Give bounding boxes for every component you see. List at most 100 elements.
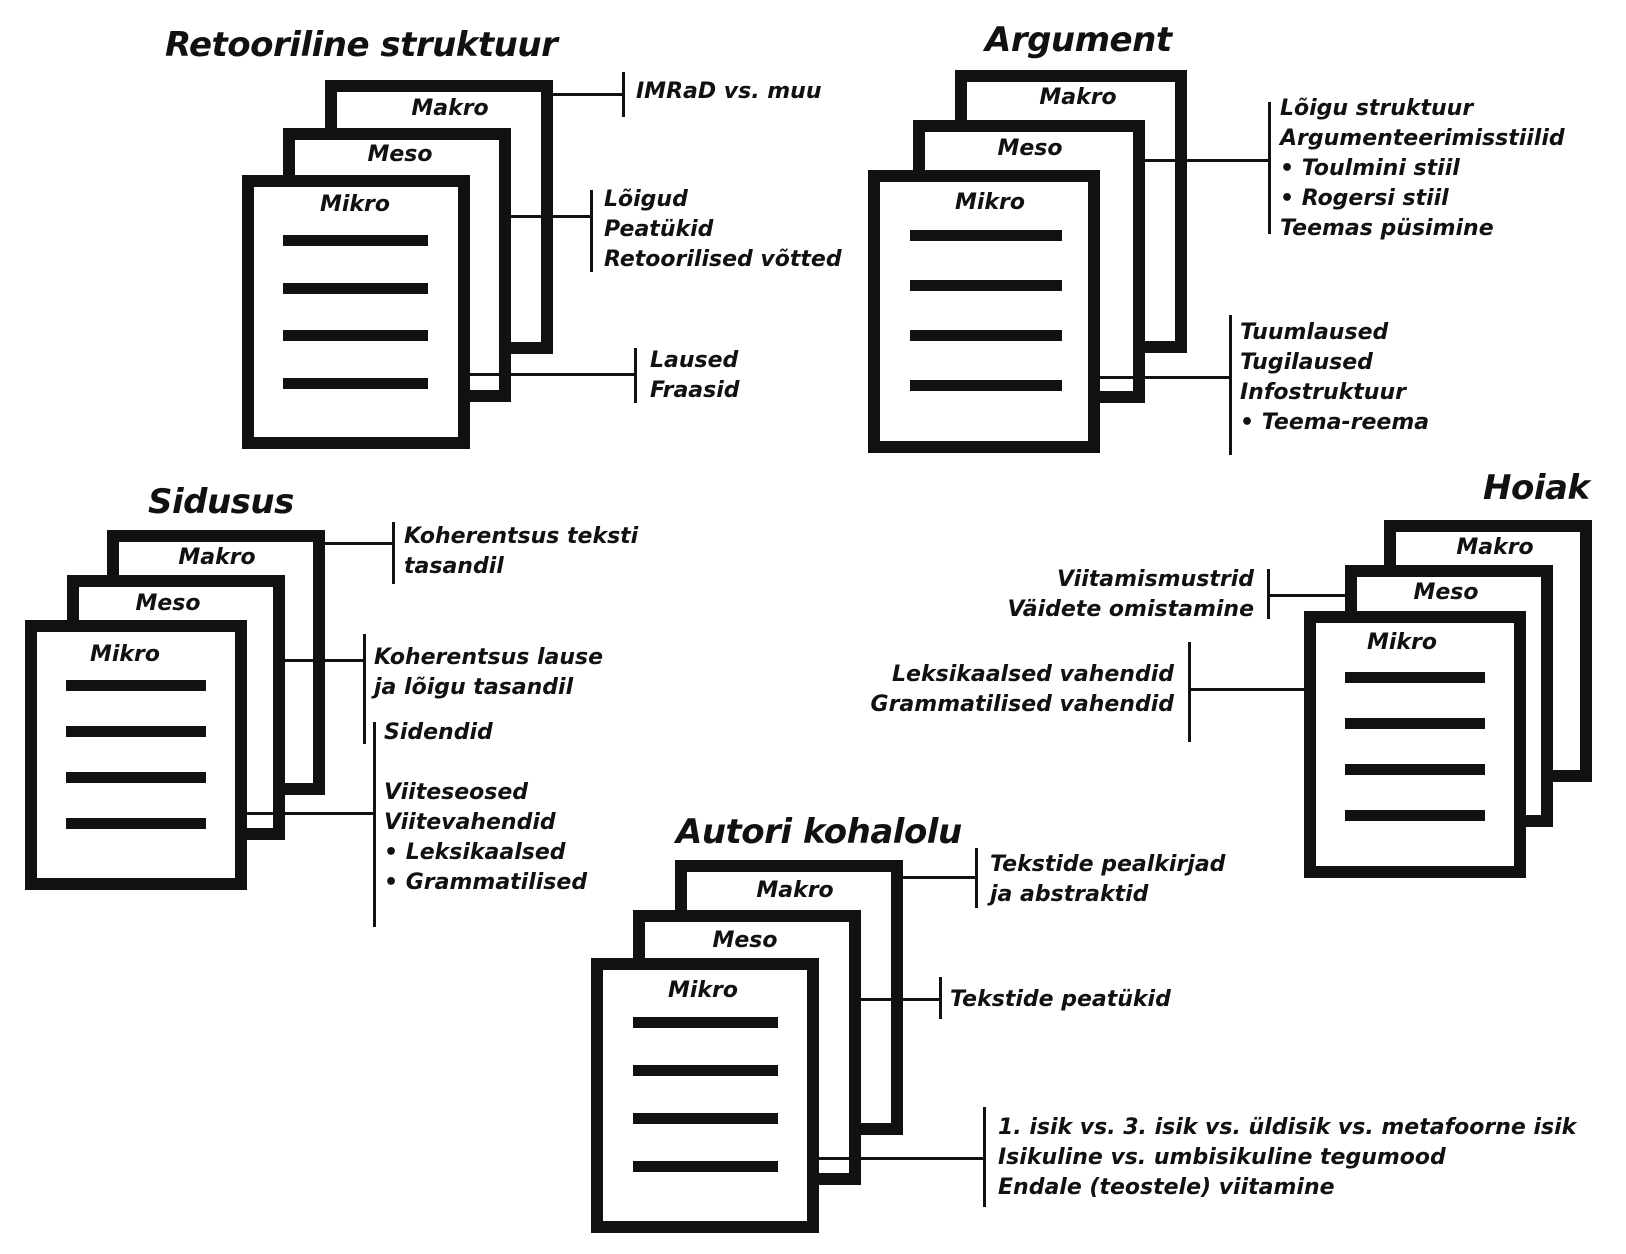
bracket-line [983, 1107, 986, 1207]
group-title: Retooriline struktuur [165, 25, 558, 65]
bracket-line [939, 977, 942, 1019]
text-line-icon [1345, 764, 1485, 775]
note-line: Grammatilised vahendid [870, 692, 1174, 717]
bracket-line [975, 848, 978, 908]
bracket-line [634, 348, 637, 403]
text-line-icon [1345, 810, 1485, 821]
text-line-icon [910, 330, 1062, 341]
meso-notes: Viitamismustrid Väidete omistamine [1007, 565, 1254, 625]
note-line: Laused [650, 348, 739, 373]
page-label-mikro: Mikro [89, 642, 161, 667]
text-line-icon [633, 1065, 778, 1076]
note-line: • Rogersi stiil [1280, 186, 1449, 211]
note-line: Tugilaused [1240, 350, 1373, 375]
makro-notes: Tekstide pealkirjad ja abstraktid [990, 850, 1225, 910]
connector-line [511, 215, 591, 218]
text-line-icon [633, 1017, 778, 1028]
note-line: Koherentsus lause [374, 645, 604, 670]
note-line: Tuumlaused [1240, 320, 1389, 345]
text-line-icon [910, 230, 1062, 241]
note-line: Tekstide pealkirjad [990, 852, 1226, 877]
connector-line [247, 812, 374, 815]
page-label-makro: Makro [756, 878, 834, 903]
bracket-line [622, 72, 625, 117]
meso-notes: Tekstide peatükid [950, 985, 1171, 1015]
page-label-mikro: Mikro [954, 190, 1026, 215]
makro-notes: Koherentsus teksti tasandil [404, 522, 638, 582]
note-line: ja lõigu tasandil [374, 675, 574, 700]
page-label-makro: Makro [411, 96, 489, 121]
text-line-icon [633, 1161, 778, 1172]
note-line: Lõigu struktuur [1280, 96, 1474, 121]
text-line-icon [66, 818, 206, 829]
bracket-line [1267, 569, 1270, 619]
text-line-icon [283, 235, 428, 246]
page-label-meso: Meso [712, 928, 778, 953]
text-line-icon [1345, 718, 1485, 729]
meso-notes: Lõigu struktuur Argumenteerimisstiilid •… [1280, 94, 1565, 244]
connector-line [861, 998, 940, 1001]
page-label-meso: Meso [1413, 580, 1479, 605]
page-label-meso: Meso [997, 136, 1063, 161]
connector-line [819, 1157, 984, 1160]
text-line-icon [283, 330, 428, 341]
text-line-icon [66, 726, 206, 737]
page-label-makro: Makro [1039, 85, 1117, 110]
page-label-makro: Makro [1456, 535, 1534, 560]
page-mikro [25, 620, 247, 890]
page-label-meso: Meso [367, 142, 433, 167]
note-line: Viitevahendid [384, 810, 556, 835]
note-line: IMRaD vs. muu [636, 79, 822, 104]
note-line: Tekstide peatükid [950, 987, 1171, 1012]
note-line: • Toulmini stiil [1280, 156, 1460, 181]
note-line: 1. isik vs. 3. isik vs. üldisik vs. meta… [998, 1115, 1577, 1140]
note-line: • Leksikaalsed [384, 840, 566, 865]
page-label-mikro: Mikro [1366, 630, 1438, 655]
note-line: Sidendid [384, 720, 493, 745]
text-line-icon [633, 1113, 778, 1124]
group-title: Hoiak [1483, 468, 1590, 508]
mikro-notes: 1. isik vs. 3. isik vs. üldisik vs. meta… [998, 1113, 1576, 1203]
connector-line [1188, 688, 1304, 691]
mikro-notes: Sidendid Viiteseosed Viitevahendid • Lek… [384, 718, 587, 898]
text-line-icon [910, 380, 1062, 391]
group-title: Sidusus [148, 482, 294, 522]
bracket-line [363, 634, 366, 744]
page-label-mikro: Mikro [667, 978, 739, 1003]
note-line: Viiteseosed [384, 780, 529, 805]
note-line: Viitamismustrid [1057, 567, 1254, 592]
text-line-icon [910, 280, 1062, 291]
note-line: tasandil [404, 554, 504, 579]
bracket-line [1188, 642, 1191, 742]
connector-line [1267, 594, 1345, 597]
note-line: Infostruktuur [1240, 380, 1406, 405]
text-line-icon [283, 283, 428, 294]
bracket-line [1268, 102, 1271, 234]
group-title: Autori kohalolu [676, 812, 962, 852]
connector-line [285, 659, 365, 662]
note-line: Argumenteerimisstiilid [1280, 126, 1565, 151]
note-line: Koherentsus teksti [404, 524, 639, 549]
makro-notes: IMRaD vs. muu [636, 77, 822, 107]
connector-line [325, 542, 393, 545]
note-line: ja abstraktid [990, 882, 1149, 907]
mikro-notes: Tuumlaused Tugilaused Infostruktuur • Te… [1240, 318, 1429, 438]
note-line: Endale (teostele) viitamine [998, 1175, 1335, 1200]
text-line-icon [283, 378, 428, 389]
meso-notes: Lõigud Peatükid Retoorilised võtted [604, 185, 842, 275]
page-mikro [1304, 611, 1526, 878]
note-line: • Grammatilised [384, 870, 588, 895]
connector-line [553, 93, 623, 96]
connector-line [1100, 376, 1230, 379]
note-line: Fraasid [650, 378, 740, 403]
page-mikro [591, 958, 819, 1233]
bracket-line [373, 722, 376, 927]
connector-line [903, 876, 976, 879]
page-label-mikro: Mikro [319, 192, 391, 217]
mikro-notes: Laused Fraasid [650, 346, 740, 406]
page-label-makro: Makro [178, 545, 256, 570]
note-line: Väidete omistamine [1007, 597, 1254, 622]
bracket-line [1229, 315, 1232, 455]
note-line: Isikuline vs. umbisikuline tegumood [998, 1145, 1446, 1170]
note-line: Leksikaalsed vahendid [892, 662, 1174, 687]
